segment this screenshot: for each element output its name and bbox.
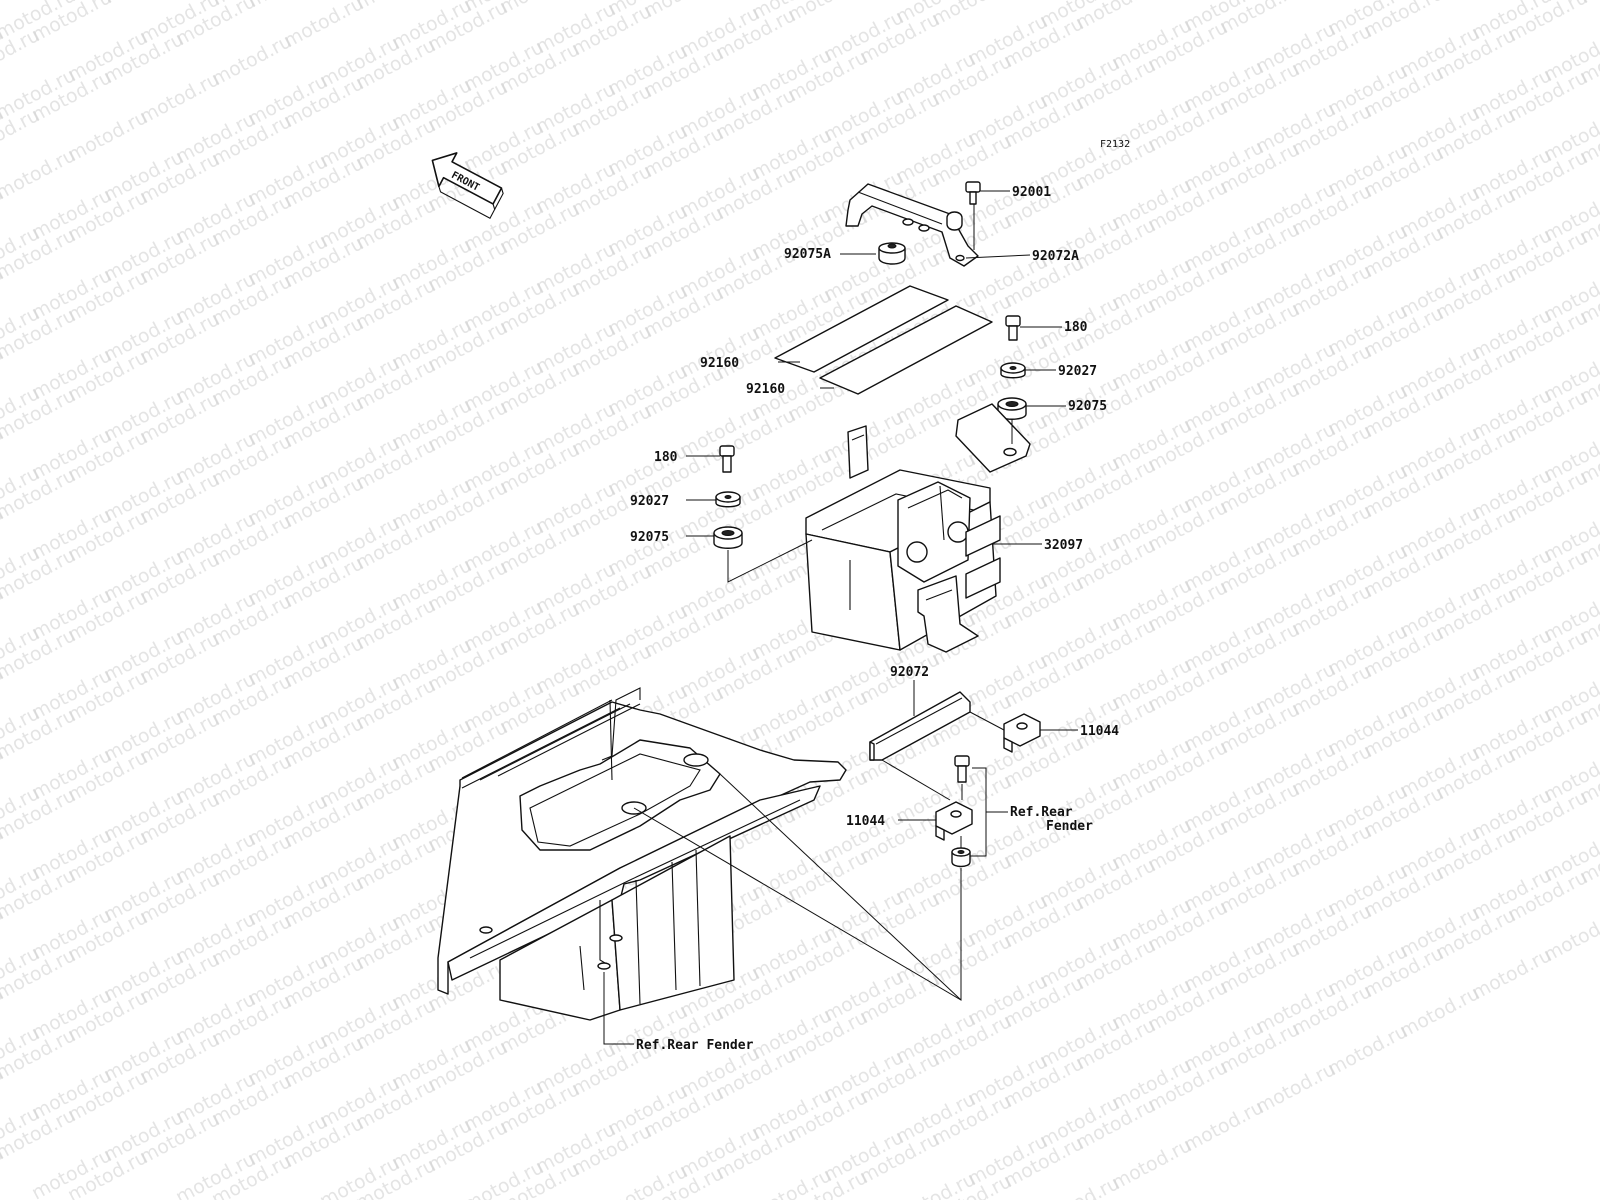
bolt-180-right [1005, 315, 1021, 341]
callout-92160-upper: 92160 [700, 356, 739, 371]
callout-92072: 92072 [890, 665, 929, 680]
watermark-text: motod.ru [784, 0, 871, 26]
nut-ref-left [951, 847, 971, 868]
leader-lines [603, 190, 1078, 1045]
watermark-text: motod.ru [244, 0, 331, 12]
callout-32097: 32097 [1044, 538, 1083, 553]
bolt-ref-left [954, 755, 970, 783]
collar-92027-left [715, 491, 741, 508]
watermark-text: motod.ru [928, 0, 1015, 30]
callout-ref-rear-fender-bottom: Ref.Rear Fender [636, 1038, 754, 1053]
figure-code: F2132 [1100, 139, 1130, 150]
clamp-11044-right [1003, 713, 1041, 753]
callout-labels: 92001 92075A 92072A 92160 92160 180 9202… [630, 185, 1119, 1053]
callout-92075-left: 92075 [630, 530, 669, 545]
callout-92027-left: 92027 [630, 494, 669, 509]
watermark-text: motod.ru [1576, 0, 1600, 8]
watermark-text: motod.ru [100, 0, 187, 8]
callout-ref-rear-line1: Ref.Rear [1010, 805, 1073, 820]
callout-ref-rear-line2: Fender [1046, 819, 1093, 834]
watermark-text: motod.ru [280, 0, 367, 52]
callout-11044-left: 11044 [846, 814, 885, 829]
callout-92075a: 92075A [784, 247, 831, 262]
damper-92075a [878, 242, 906, 265]
callout-92075-right: 92075 [1068, 399, 1107, 414]
pad-92160-lower [819, 305, 993, 395]
callout-92160-lower: 92160 [746, 382, 785, 397]
callout-92027-right: 92027 [1058, 364, 1097, 379]
watermark-text: motod.ru [352, 0, 439, 14]
callout-92072a: 92072A [1032, 249, 1079, 264]
watermark-text: motod.ru [1540, 906, 1600, 966]
rear-fender-frame [437, 687, 847, 1021]
battery-case-32097 [805, 403, 1031, 653]
bolt-180-left [719, 445, 735, 473]
watermark-text: motod.ru [496, 0, 583, 18]
callout-180-left: 180 [654, 450, 678, 465]
callout-92001: 92001 [1012, 185, 1051, 200]
battery-bracket-92072a [845, 183, 979, 267]
watermark-text: motod.ru [640, 0, 727, 22]
callout-11044-right: 11044 [1080, 724, 1119, 739]
damper-92075-left [713, 526, 743, 549]
collar-92027-right [1000, 362, 1026, 379]
bolt-92001 [965, 181, 981, 205]
pad-92160-upper [774, 285, 949, 373]
callout-180-right: 180 [1064, 320, 1088, 335]
clamp-11044-left [935, 801, 973, 841]
